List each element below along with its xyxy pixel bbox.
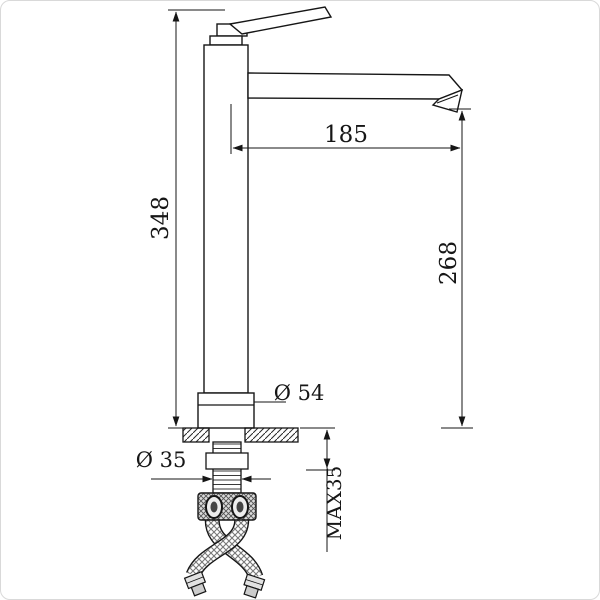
label-base-diameter: Ø 54 xyxy=(274,381,325,405)
hose-port-right-bore xyxy=(236,501,244,513)
base-flange xyxy=(197,392,255,429)
aerator xyxy=(431,88,463,113)
hose-fitting-left xyxy=(183,570,207,597)
dimension-lines xyxy=(151,9,473,552)
cartridge-neck xyxy=(209,35,243,46)
spout xyxy=(247,72,464,100)
deck-section-left xyxy=(182,427,210,443)
mounting-nut-group xyxy=(197,492,257,521)
hose-fitting-right xyxy=(243,573,266,599)
label-shank-diameter: Ø 35 xyxy=(136,448,187,472)
dim-spout-reach xyxy=(230,104,461,154)
faucet-body xyxy=(203,44,249,394)
label-max-thickness: MAX35 xyxy=(322,466,346,541)
label-spout-height: 268 xyxy=(436,241,462,285)
under-counter-parts xyxy=(205,441,249,494)
faucet-outline xyxy=(197,6,464,429)
counter-deck xyxy=(182,427,299,443)
aerator-detail-line xyxy=(436,94,459,104)
dimension-labels: 185 348 268 Ø 54 Ø 35 MAX35 xyxy=(136,122,462,540)
dim-total-height xyxy=(168,9,225,429)
supply-hoses xyxy=(183,511,266,599)
dim-spout-height xyxy=(441,108,473,429)
deck-section-right xyxy=(244,427,299,443)
handle-lever xyxy=(228,6,333,35)
lock-collar xyxy=(205,452,249,470)
label-total-height: 348 xyxy=(148,196,174,240)
dim-max-thickness xyxy=(300,427,335,552)
hose-port-left-bore xyxy=(210,501,218,513)
hose-left-braid xyxy=(187,511,248,578)
label-spout-reach: 185 xyxy=(324,122,368,148)
